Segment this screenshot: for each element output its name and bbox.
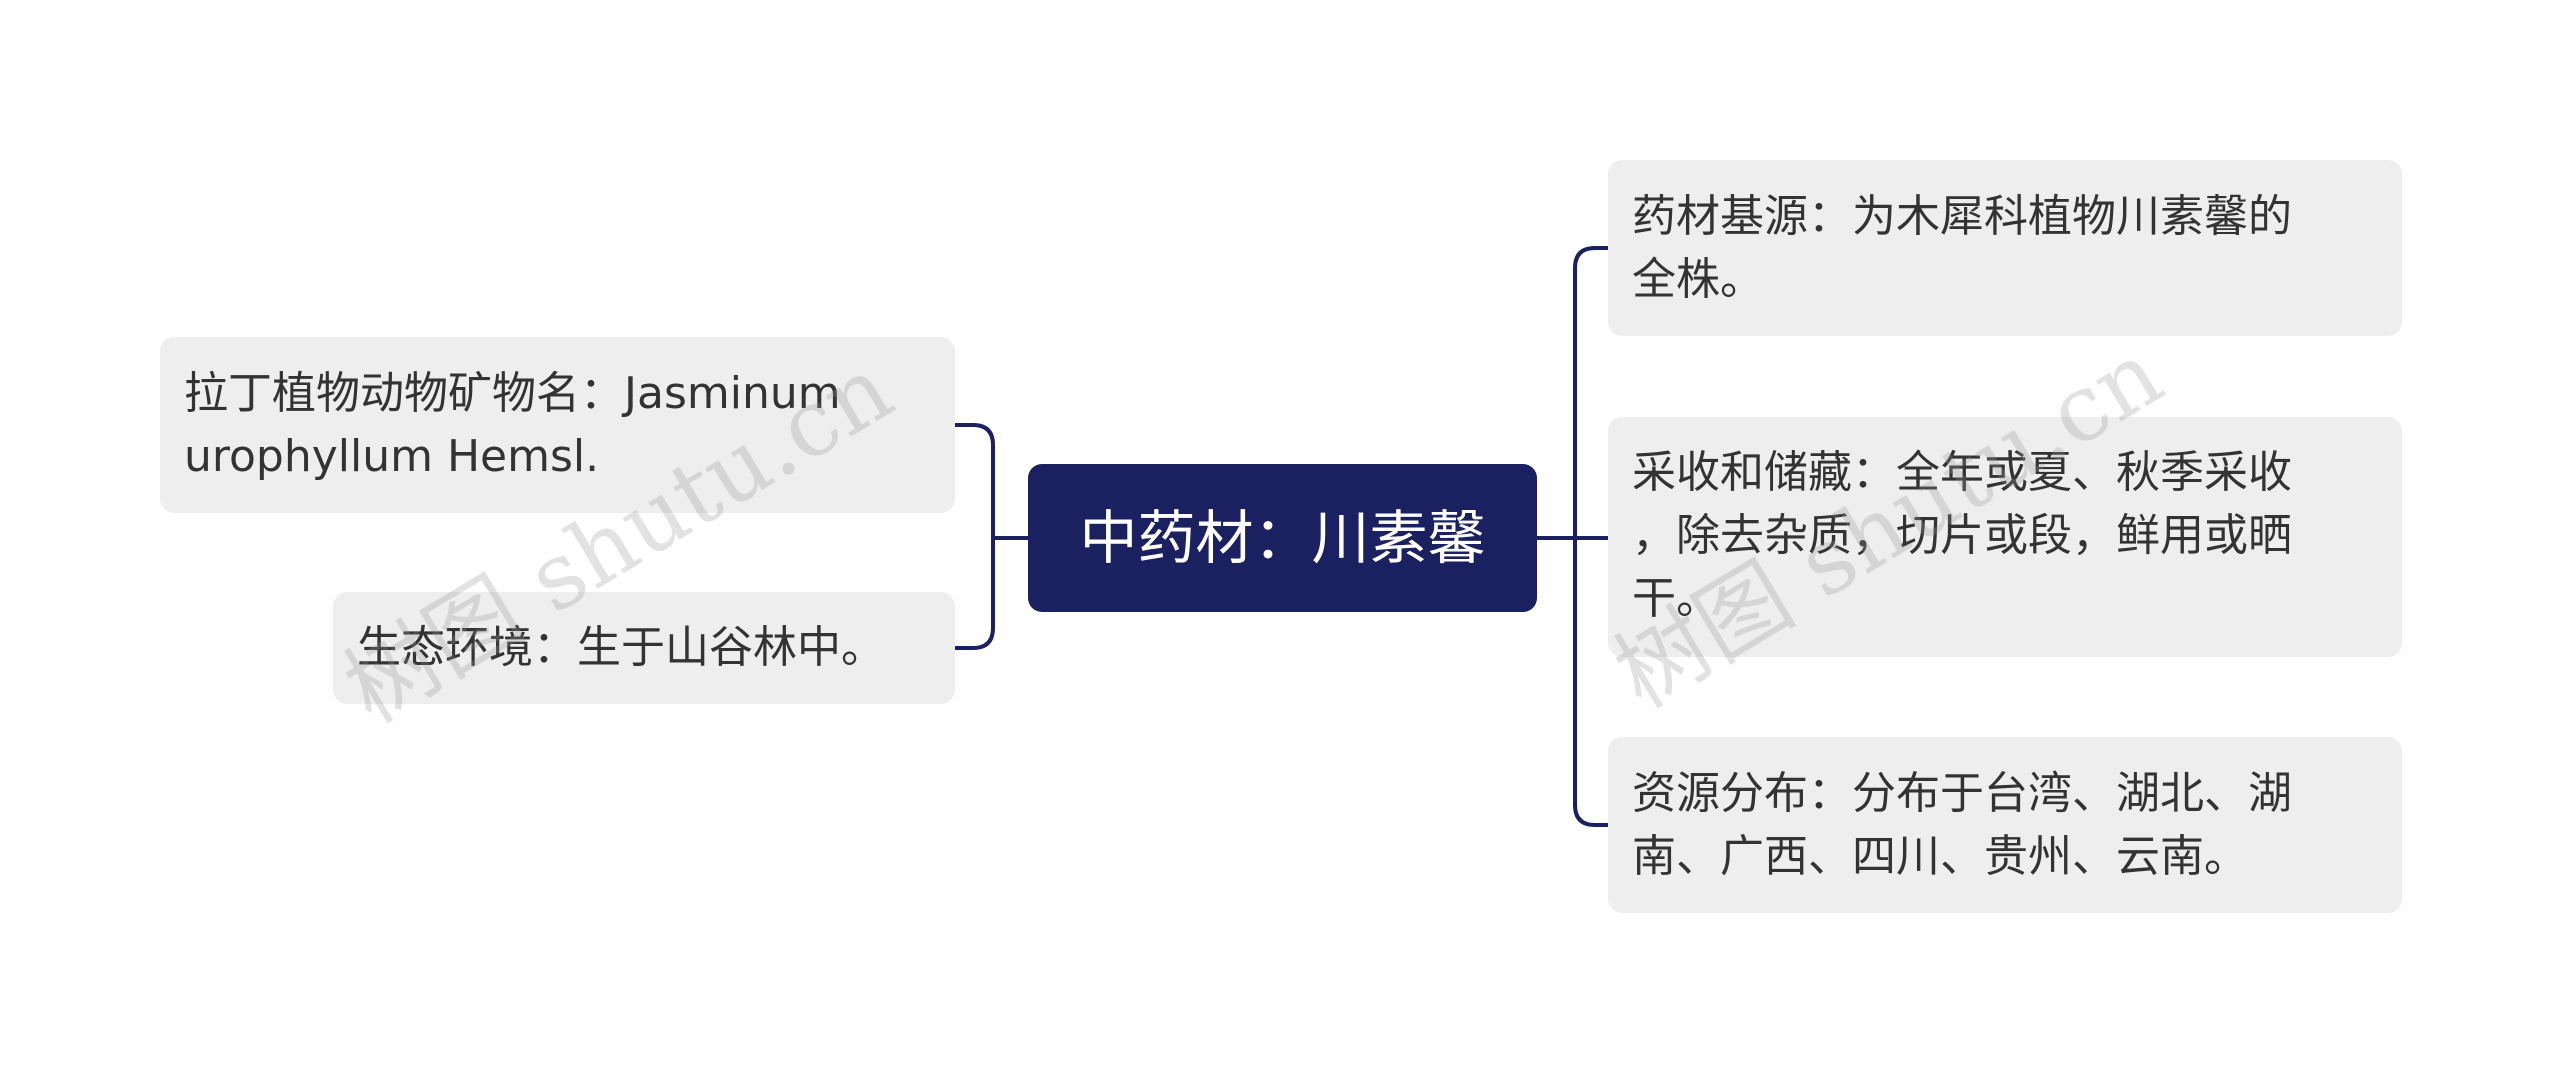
- branch-node-latin-name[interactable]: 拉丁植物动物矿物名：Jasminum urophyllum Hemsl.: [160, 337, 955, 513]
- connector-right-distribution: [1573, 538, 1608, 827]
- branch-node-distribution[interactable]: 资源分布：分布于台湾、湖北、湖 南、广西、四川、贵州、云南。: [1608, 737, 2402, 913]
- branch-node-ecology[interactable]: 生态环境：生于山谷林中。: [333, 592, 955, 704]
- connector-right-source: [1573, 246, 1608, 538]
- branch-node-medicinal-source[interactable]: 药材基源：为木犀科植物川素馨的 全株。: [1608, 160, 2402, 336]
- branch-node-harvest-storage[interactable]: 采收和储藏：全年或夏、秋季采收 ，除去杂质，切片或段，鲜用或晒 干。: [1608, 417, 2402, 657]
- connector-left-ecology: [955, 538, 995, 650]
- root-node[interactable]: 中药材：川素馨: [1028, 464, 1537, 612]
- connector-left-latin: [955, 423, 995, 538]
